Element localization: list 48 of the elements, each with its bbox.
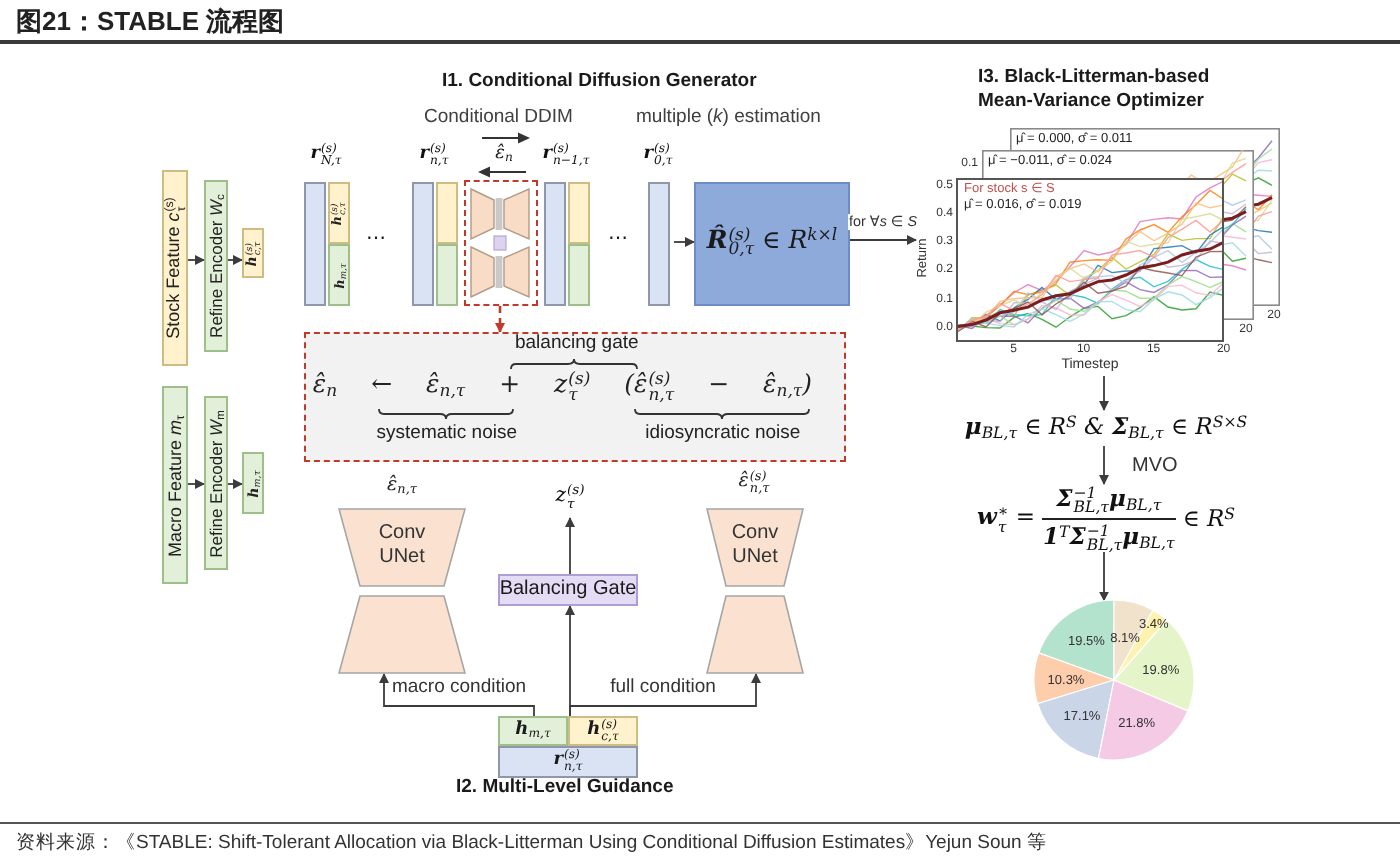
ellipsis: ⋯ — [366, 228, 386, 251]
vector-box: h$_{m,τ}$ — [498, 716, 568, 746]
vector-segment — [568, 182, 590, 244]
edge-label: MVO — [1130, 454, 1180, 476]
arrow — [187, 479, 205, 489]
arrow — [1099, 375, 1109, 411]
arrow — [379, 673, 535, 717]
vector-segment — [436, 182, 458, 244]
unet-block: Conv UNet — [338, 508, 466, 674]
section-heading: I1. Conditional Diffusion Generator — [442, 72, 757, 94]
section-heading: I2. Multi-Level Guidance — [456, 778, 674, 800]
dashed-box — [304, 332, 846, 462]
equation: μ$_{BL,τ}$ ∈ R$^{S}$ & Σ$_{BL,τ}$ ∈ R$^{S×S}$ — [956, 410, 1256, 446]
estimate-box: R̂$_{0,τ}$$^{(s)}$ ∈ R$^{k×l}$ — [694, 182, 850, 306]
arrow — [565, 517, 575, 575]
section-heading: I3. Black-Litterman-based Mean-Variance Optimizer — [978, 66, 1212, 114]
arrow — [673, 237, 695, 247]
vector-segment — [568, 244, 590, 306]
vector-segment — [436, 244, 458, 306]
arrow — [227, 479, 243, 489]
pie-chart — [1034, 600, 1194, 760]
brace-label: balancing gate — [514, 334, 639, 356]
line-chart — [916, 128, 1282, 376]
brace-label: systematic noise — [376, 424, 517, 446]
vector-column — [540, 144, 592, 306]
arrow — [187, 255, 205, 265]
arrow — [849, 235, 917, 245]
math-label: ε̂$_{n,τ}$ — [387, 476, 417, 497]
vector-column — [300, 144, 352, 306]
source-note: 资料来源：《STABLE: Shift-Tolerant Allocation via Black-Litterman Using Conditional Diffusion Estimates》Yejun Soun 等 — [16, 830, 1047, 856]
unet-block: Conv UNet — [706, 508, 804, 674]
process-box: Balancing Gate — [498, 574, 638, 606]
arrow — [227, 255, 243, 265]
vector-column — [408, 144, 460, 306]
edge-label: macro condition — [389, 677, 529, 699]
arrow — [1099, 551, 1109, 602]
math-label: ε̂$_{n}$ — [495, 143, 513, 164]
arrow — [1099, 445, 1109, 485]
dashed-arrow — [495, 306, 505, 333]
brace-label: idiosyncratic noise — [645, 424, 801, 446]
annotation-text: Conditional DDIM — [424, 108, 573, 130]
edge-label: full condition — [608, 677, 718, 699]
equation: w$_{τ}$$^{∗}$ = Σ$_{BL,τ}$$^{−1}$μ$_{BL,τ}$ 1$^{T}$Σ$_{BL,τ}$$^{−1}$μ$_{BL,τ}$ ∈ R$^{S}$ — [974, 484, 1238, 552]
annotation-text: multiple (k) estimation — [636, 108, 821, 130]
arrow — [569, 673, 761, 717]
ellipsis: ⋯ — [608, 228, 628, 251]
figure-title: 图21：STABLE 流程图 — [16, 4, 285, 40]
vector-column — [642, 144, 674, 306]
